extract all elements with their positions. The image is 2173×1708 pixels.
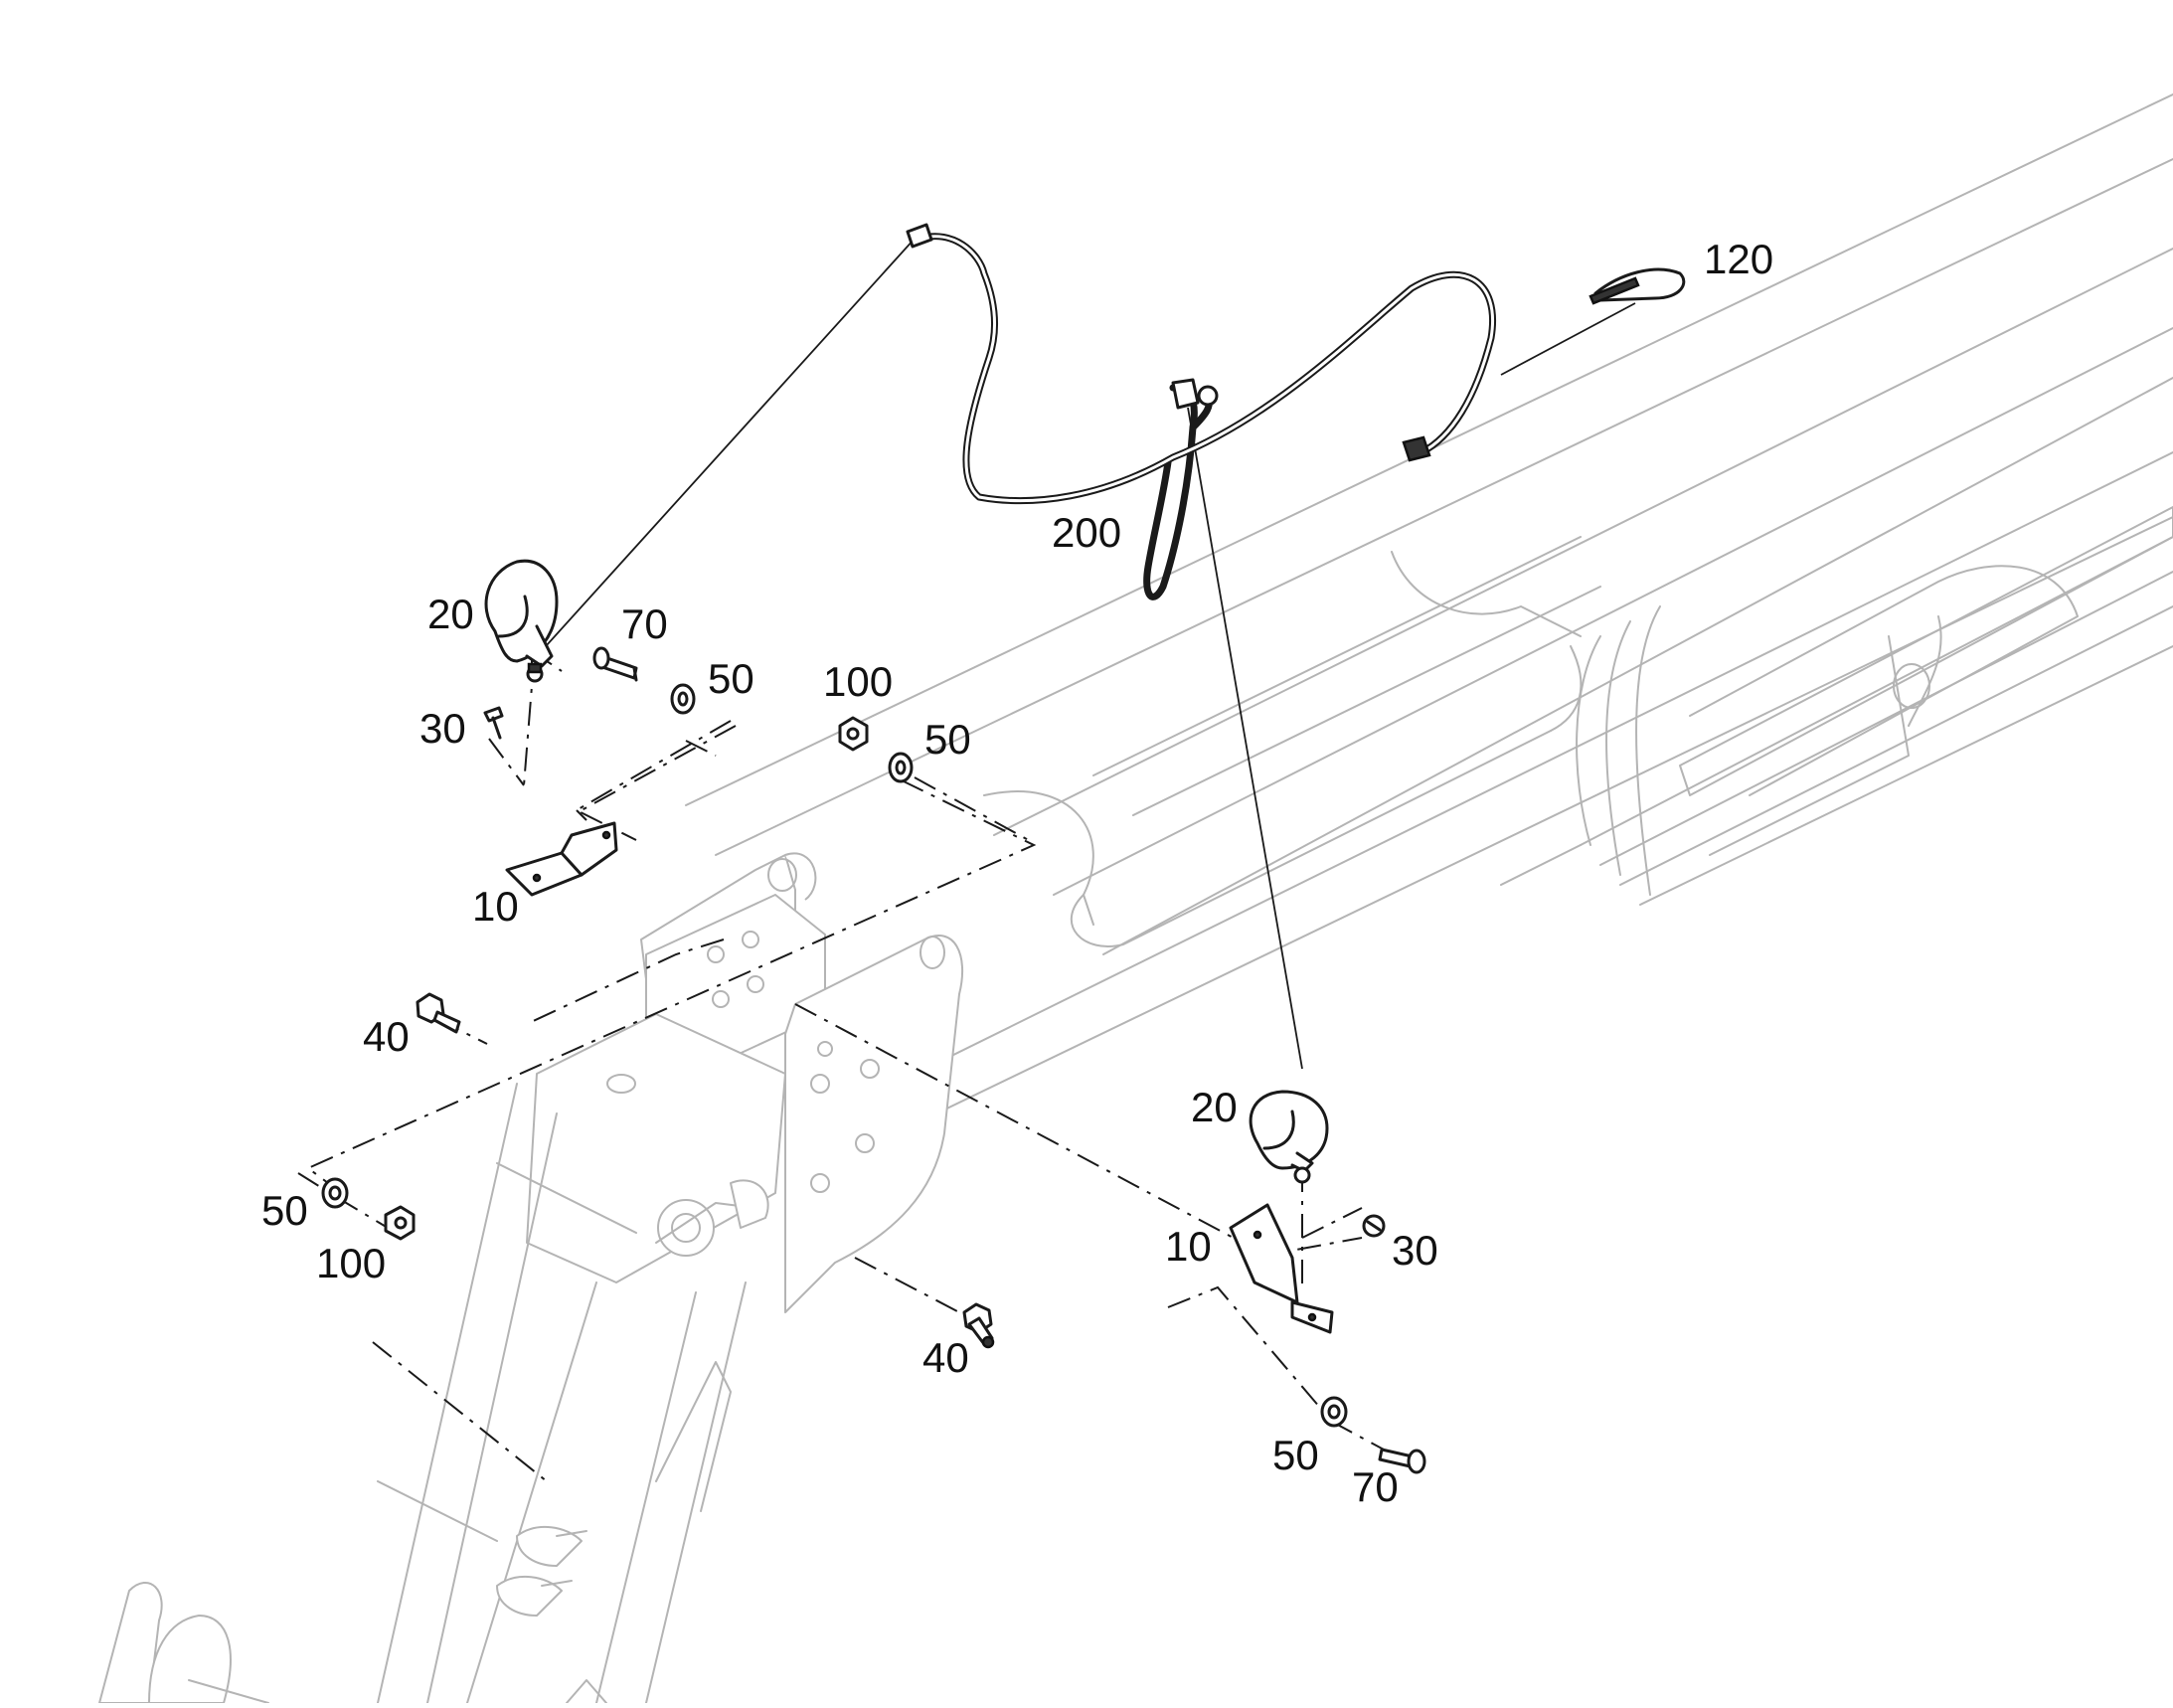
callout-40-left: 40: [363, 1013, 410, 1060]
work-lamp-right: [1249, 1090, 1329, 1184]
callout-labels: 200 120 20 20 70 70 50 50 50 50 100 100 …: [261, 236, 1773, 1510]
pins: [483, 706, 1386, 1238]
callout-30-right: 30: [1392, 1227, 1438, 1274]
callout-50-right-bottom: 50: [1272, 1432, 1319, 1478]
callout-50-left-top: 50: [708, 655, 754, 702]
callout-50-center: 50: [924, 716, 971, 763]
callout-70-right: 70: [1352, 1463, 1399, 1510]
leader-lines: [536, 238, 1636, 1070]
washers: [321, 683, 1348, 1428]
callout-10-right: 10: [1165, 1223, 1212, 1270]
bolts: [416, 992, 995, 1349]
wiring-harness: [906, 223, 1496, 600]
callout-70-left: 70: [621, 600, 668, 647]
nuts: [384, 716, 869, 1241]
callout-30-left: 30: [419, 705, 466, 752]
screw-right: [1378, 1448, 1426, 1474]
callout-50-left-bottom: 50: [261, 1187, 308, 1234]
work-lamp-left: [484, 559, 559, 683]
callout-100-center: 100: [823, 658, 893, 705]
callout-20-right: 20: [1191, 1084, 1238, 1130]
callout-20-left: 20: [427, 591, 474, 637]
callout-10-left: 10: [472, 883, 519, 930]
boom-outline: [98, 93, 2173, 1704]
bracket-left: [505, 821, 618, 897]
callout-120: 120: [1704, 236, 1773, 282]
cable-tie: [1588, 267, 1686, 305]
callout-100-left-bottom: 100: [316, 1240, 386, 1286]
callout-200: 200: [1052, 509, 1121, 556]
screw-left: [592, 646, 638, 682]
callout-40-bottom: 40: [922, 1334, 969, 1381]
bracket-right: [1229, 1203, 1334, 1334]
